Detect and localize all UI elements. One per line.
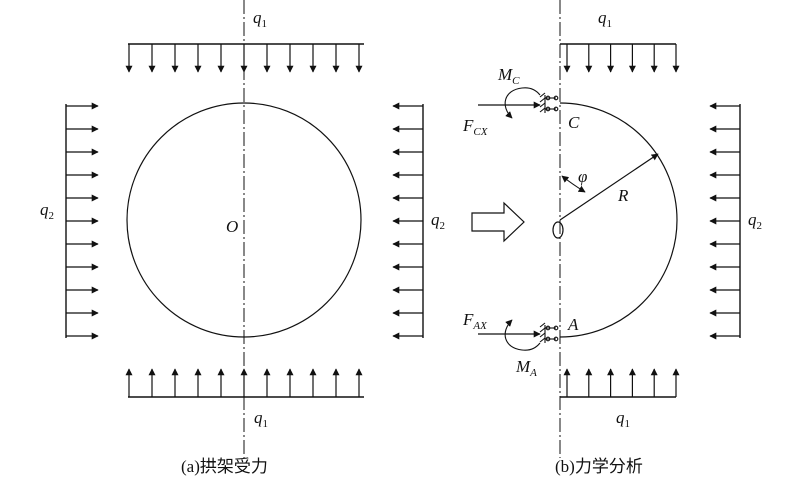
label-q2-right-a: q2	[431, 210, 445, 232]
label-A: A	[567, 315, 579, 334]
arch-circle	[126, 102, 362, 338]
caption-b: (b)力学分析	[555, 457, 643, 476]
label-MC: MC	[497, 65, 520, 87]
label-FCX: FCX	[462, 116, 489, 138]
bottom-load-b	[560, 368, 680, 398]
label-q1-top-a: q1	[253, 8, 267, 30]
support-C	[539, 92, 559, 113]
moment-MC-arc	[504, 87, 541, 119]
radius-line	[559, 153, 659, 221]
label-R: R	[617, 186, 629, 205]
label-q2-left-a: q2	[40, 200, 54, 222]
left-load-a	[65, 102, 99, 340]
label-FAX: FAX	[462, 310, 488, 332]
figure-a: q1 q1 q2 q2 O (a)拱架受力	[40, 0, 445, 476]
transition-arrow	[471, 201, 525, 243]
label-q2-right-b: q2	[748, 210, 762, 232]
top-load-b	[560, 43, 680, 73]
center-pin	[552, 221, 564, 239]
moment-MA-arc	[504, 319, 541, 351]
label-q1-top-b: q1	[598, 8, 612, 30]
angle-arc	[561, 175, 586, 193]
caption-a: (a)拱架受力	[181, 457, 268, 476]
label-q1-bottom-b: q1	[616, 408, 630, 430]
support-A	[539, 322, 559, 343]
bottom-load-a	[125, 368, 364, 398]
label-center-O: O	[226, 217, 238, 236]
half-arch	[559, 102, 678, 338]
right-load-a	[392, 102, 424, 340]
top-load-a	[125, 43, 364, 73]
right-load-b	[709, 102, 741, 340]
label-C: C	[568, 113, 580, 132]
label-phi: φ	[578, 167, 587, 186]
label-q1-bottom-a: q1	[254, 408, 268, 430]
label-MA: MA	[515, 357, 537, 379]
figure-b: q1 q1 q2 MC FCX C φ R FAX A MA (b)力学分析	[462, 0, 762, 476]
